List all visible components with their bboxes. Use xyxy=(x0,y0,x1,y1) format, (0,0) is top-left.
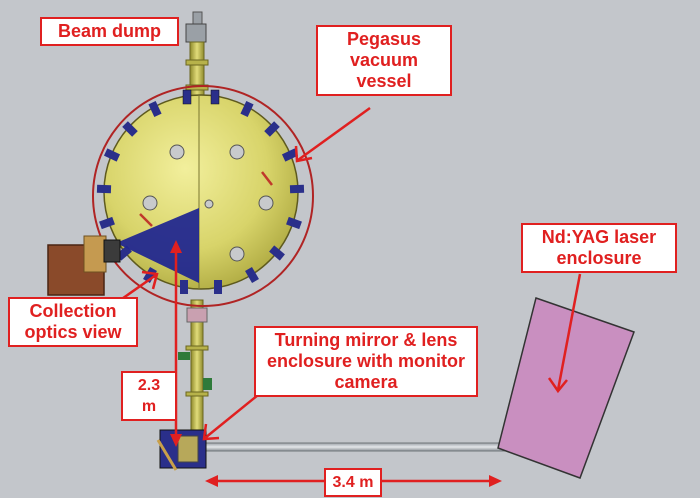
vertical-distance-label: 2.3 m xyxy=(121,371,177,421)
vertical-beam-tube xyxy=(178,299,212,433)
turning-mirror-enclosure xyxy=(156,429,207,471)
laser-enclosure-box xyxy=(497,297,635,479)
turning-mirror-enclosure-label: Turning mirror & lens enclosure with mon… xyxy=(254,326,478,397)
pegasus-vacuum-vessel xyxy=(92,85,314,307)
collection-cone xyxy=(116,208,199,283)
collection-optics-view-label: Collection optics view xyxy=(8,297,138,347)
pegasus-vacuum-vessel-label: Pegasus vacuum vessel xyxy=(316,25,452,96)
collection-optics-box xyxy=(47,235,121,296)
pointer-arrows xyxy=(115,106,582,441)
laser-beam-pipe xyxy=(204,442,511,452)
horizontal-distance-label: 3.4 m xyxy=(324,468,382,497)
laser-enclosure-label: Nd:YAG laser enclosure xyxy=(521,223,677,273)
beam-dump-label: Beam dump xyxy=(40,17,179,46)
